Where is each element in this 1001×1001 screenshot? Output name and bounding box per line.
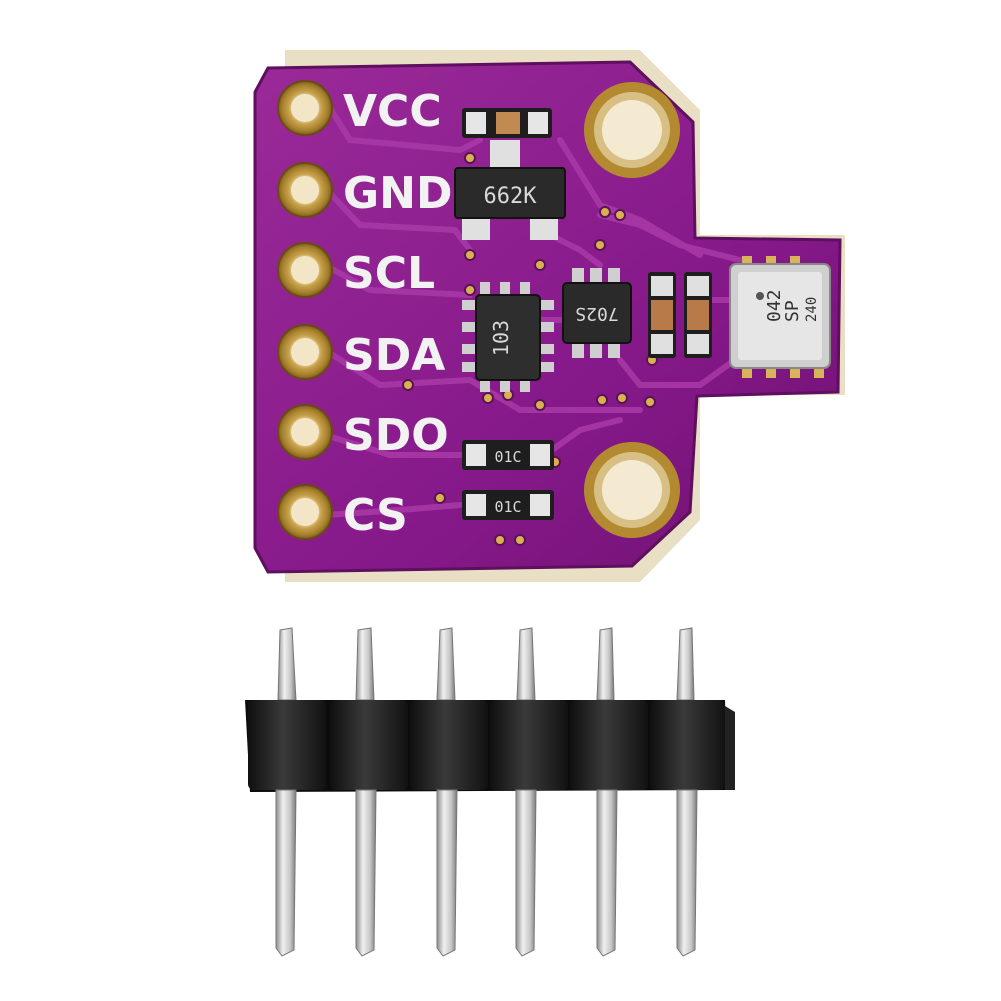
environment-sensor-chip: 042 SP 240	[729, 256, 831, 378]
pin-pad-gnd	[277, 162, 333, 218]
pin-pad-vcc	[277, 80, 333, 136]
mounting-hole-bottom	[584, 442, 680, 538]
pin-pad-sda	[277, 324, 333, 380]
pin-label-gnd: GND	[343, 168, 452, 219]
pin-header-strip	[245, 627, 735, 957]
pin-label-vcc: VCC	[343, 86, 442, 137]
pin-label-sdo: SDO	[343, 410, 449, 461]
regulator-marking: 662K	[484, 184, 538, 209]
mosfet-chip: 702S	[562, 268, 632, 358]
mounting-hole-top	[584, 82, 680, 178]
capacitor-top	[462, 108, 552, 138]
resistor-upper-marking: 01C	[494, 448, 521, 466]
mosfet-marking: 702S	[575, 303, 618, 324]
resistor-upper: 01C	[462, 440, 554, 470]
voltage-regulator-chip: 662K	[454, 140, 566, 240]
header-pins-top	[277, 627, 695, 701]
header-plastic-blocks	[245, 700, 735, 792]
sensor-marking-side: 240	[804, 297, 820, 322]
header-pins-bottom	[275, 789, 698, 957]
pin-label-sda: SDA	[343, 330, 445, 381]
pin-row: VCC GND SCL SDA SDO CS	[277, 80, 452, 541]
vias	[402, 152, 658, 546]
resistor-lower: 01C	[462, 490, 554, 520]
pin-label-cs: CS	[343, 490, 408, 541]
pin-pad-cs	[277, 484, 333, 540]
level-shifter-chip: 103	[462, 282, 554, 392]
pin-pad-scl	[277, 242, 333, 298]
shifter-marking: 103	[489, 320, 513, 356]
capacitor-pair	[648, 272, 712, 358]
sensor-marking-line2: SP	[782, 300, 803, 322]
breakout-board: VCC GND SCL SDA SDO CS 662K	[253, 50, 845, 582]
resistor-lower-marking: 01C	[494, 498, 521, 516]
sensor-marking-line1: 042	[764, 289, 785, 322]
pin-label-scl: SCL	[343, 248, 435, 299]
pin-pad-sdo	[277, 404, 333, 460]
